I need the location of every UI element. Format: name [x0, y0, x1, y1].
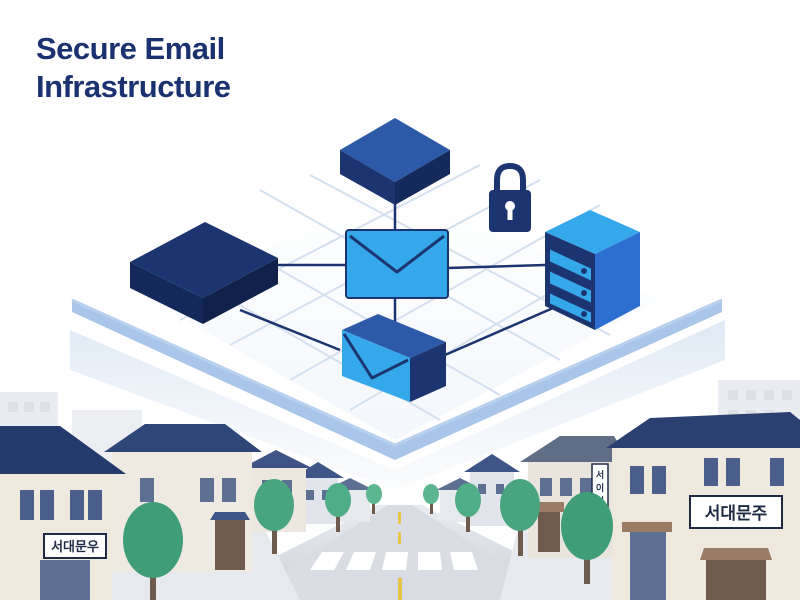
right-shop-sign-text: 서대문주	[705, 504, 768, 524]
right-vertical-sign-char-1: 서	[596, 469, 604, 481]
left-shop-sign-text: 서대문우	[51, 540, 99, 555]
mail-icon	[345, 229, 449, 299]
page-title: Secure Email Infrastructure	[36, 30, 376, 106]
tree	[254, 479, 294, 554]
tree	[561, 492, 613, 584]
tree	[366, 484, 382, 514]
server-icon	[545, 210, 640, 330]
tree	[423, 484, 439, 514]
left-shop-sign: 서대문우	[43, 533, 107, 559]
street-trees	[123, 479, 613, 600]
tree	[455, 483, 481, 532]
right-shop-sign: 서대문주	[689, 495, 783, 529]
title-line-1: Secure Email	[36, 31, 225, 66]
storage-block-icon	[130, 222, 278, 324]
right-vertical-sign-char-2: 이	[596, 482, 604, 494]
tree	[500, 479, 540, 556]
cube-icon	[340, 118, 450, 205]
title-line-2: Infrastructure	[36, 69, 231, 104]
tree	[123, 502, 183, 600]
lock-icon	[489, 162, 531, 232]
platform-glow	[70, 320, 725, 490]
mailbox-icon	[342, 314, 446, 402]
tree	[325, 483, 351, 532]
